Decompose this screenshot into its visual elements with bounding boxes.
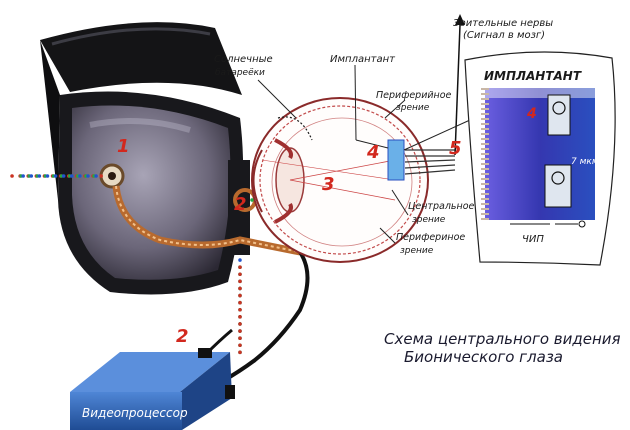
signal-to-brain-label: (Сигнал в мозг): [463, 30, 545, 41]
solar-cells: [277, 116, 313, 141]
glasses: [40, 22, 301, 295]
peripheral-vision-bottom-1: Перифериное: [396, 232, 465, 243]
diagram-title-line-2: Бионического глаза: [404, 348, 563, 366]
peripheral-vision-bottom-2: зрение: [400, 246, 434, 256]
video-processor-label: Видеопроцессор: [82, 406, 188, 420]
peripheral-vision-top-1: Периферийное: [376, 90, 452, 101]
callout-5: 5: [449, 138, 462, 159]
central-vision-1: Центральное: [408, 201, 475, 212]
processor-cable: [209, 250, 310, 390]
optic-nerves-label: Зрительные нервы: [453, 18, 553, 29]
eye-cross-section: [251, 14, 465, 263]
implant-box-title: ИМПЛАНТАНТ: [484, 69, 582, 83]
callout-4-eye: 4: [366, 142, 380, 163]
photodiode-bottom: [544, 164, 572, 208]
diagram-title-line-1: Схема центрального видения: [384, 330, 621, 348]
callout-4-implant: 4: [526, 106, 537, 122]
callout-2-frame: 2: [234, 194, 247, 215]
solar-batteries-label-2: батареёки: [215, 68, 265, 78]
central-vision-2: зрение: [412, 215, 446, 225]
solar-batteries-label-1: Солнечные: [214, 54, 273, 65]
chip-label: ЧИП: [522, 234, 544, 245]
callout-1: 1: [117, 136, 130, 157]
implant-label: Имплантант: [330, 54, 396, 65]
peripheral-vision-top-2: зрение: [396, 103, 430, 113]
leader-lines: [257, 64, 471, 244]
callout-2-cable: 2: [176, 326, 189, 347]
callout-3: 3: [322, 174, 335, 195]
signal-arrow: [454, 24, 461, 156]
photodiode-top: [547, 94, 571, 136]
video-processor: [70, 348, 235, 430]
retinal-implant: [387, 139, 405, 181]
sunglasses-lens: [72, 105, 231, 280]
thickness-label: 7 мкм: [571, 157, 599, 167]
implant-panel: [464, 51, 616, 266]
